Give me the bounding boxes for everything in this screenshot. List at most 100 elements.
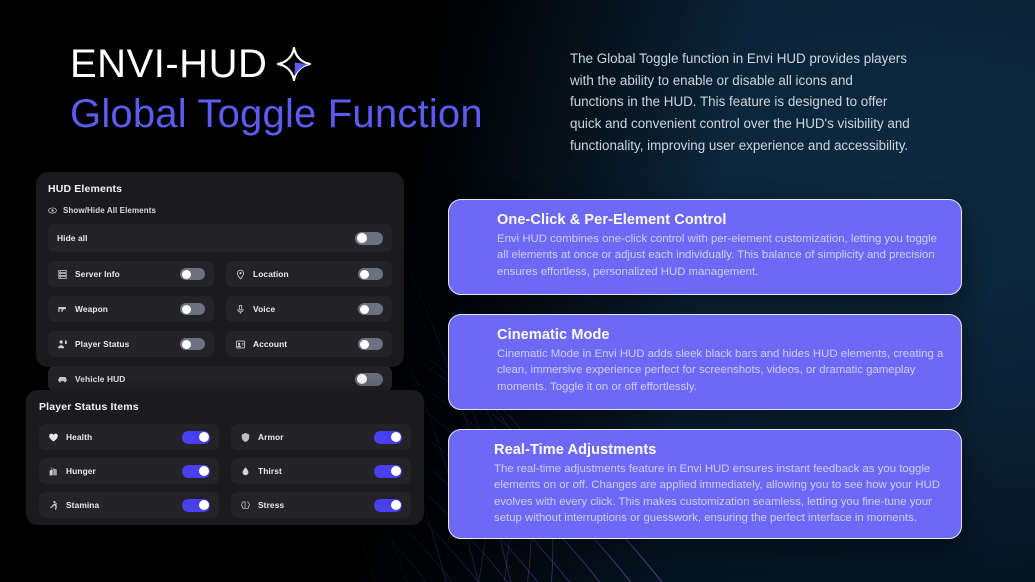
row-vehicle-hud-label: Vehicle HUD: [75, 374, 126, 384]
row-voice-left: Voice: [235, 304, 358, 315]
map-pin-icon: [235, 269, 246, 280]
hud-elements-grid: Server Info Location: [48, 261, 392, 392]
droplet-icon: [240, 466, 251, 477]
player-status-items-panel: Player Status Items Health Ar: [26, 390, 424, 525]
player-status-panel-title: Player Status Items: [39, 401, 139, 413]
weapon-icon: [57, 304, 68, 315]
eye-icon: [48, 207, 57, 214]
row-armor-label: Armor: [258, 432, 284, 442]
row-stamina-label: Stamina: [66, 500, 100, 510]
toggle-account[interactable]: [358, 338, 383, 350]
feature-card-title: One-Click & Per-Element Control: [497, 212, 727, 228]
toggle-server-info-knob: [181, 269, 191, 279]
microphone-icon: [235, 304, 246, 315]
page-subtitle: Global Toggle Function: [70, 92, 483, 136]
feature-card-title: Cinematic Mode: [497, 327, 610, 343]
brain-icon: [240, 500, 251, 511]
row-player-status-left: Player Status: [57, 339, 180, 350]
feature-card-body: Envi HUD combines one-click control with…: [497, 233, 938, 278]
row-hide-all-label: Hide all: [57, 233, 88, 243]
row-weapon-left: Weapon: [57, 304, 180, 315]
toggle-armor-knob: [390, 432, 401, 442]
row-stamina-left: Stamina: [48, 500, 182, 511]
row-voice[interactable]: Voice: [226, 296, 392, 322]
running-icon: [48, 500, 59, 511]
row-health-label: Health: [66, 432, 93, 442]
show-hide-all-section-label: Show/Hide All Elements: [48, 206, 392, 215]
toggle-stamina[interactable]: [182, 498, 210, 512]
toggle-player-status[interactable]: [180, 338, 205, 350]
hud-elements-panel: HUD Elements Show/Hide All Elements Hide…: [36, 172, 404, 392]
toggle-hunger[interactable]: [182, 464, 210, 478]
toggle-stress[interactable]: [374, 498, 402, 512]
row-location[interactable]: Location: [226, 261, 392, 287]
sparkle-diamond-icon: [277, 46, 312, 82]
toggle-thirst-knob: [390, 466, 401, 476]
toggle-location[interactable]: [358, 268, 383, 280]
row-account[interactable]: Account: [226, 331, 392, 357]
row-health-left: Health: [48, 432, 182, 443]
feature-card-one-click-per-element-control: One-Click & Per-Element Control Envi HUD…: [448, 199, 962, 295]
row-stress-label: Stress: [258, 500, 285, 510]
toggle-vehicle-hud[interactable]: [355, 372, 383, 386]
row-voice-label: Voice: [253, 304, 276, 314]
row-hunger-left: Hunger: [48, 466, 182, 477]
intro-paragraph: The Global Toggle function in Envi HUD p…: [570, 51, 910, 153]
row-vehicle-hud[interactable]: Vehicle HUD: [48, 366, 392, 392]
brand-row: ENVI-HUD: [70, 44, 550, 84]
toggle-weapon[interactable]: [180, 303, 205, 315]
feature-card-cinematic-mode: Cinematic Mode Cinematic Mode in Envi HU…: [448, 314, 962, 410]
row-player-status[interactable]: Player Status: [48, 331, 214, 357]
row-thirst-label: Thirst: [258, 466, 282, 476]
row-stress-left: Stress: [240, 500, 374, 511]
toggle-player-status-knob: [181, 339, 191, 349]
toggle-hunger-knob: [198, 466, 209, 476]
page-title: ENVI-HUD: [70, 42, 268, 86]
toggle-health-knob: [198, 432, 209, 442]
row-server-info[interactable]: Server Info: [48, 261, 214, 287]
toggle-vehicle-hud-knob: [356, 374, 367, 384]
row-account-left: Account: [235, 339, 358, 350]
feature-card-title: Real-Time Adjustments: [494, 442, 657, 458]
row-stamina[interactable]: Stamina: [39, 492, 219, 518]
player-status-grid: Health Armor: [39, 424, 411, 518]
row-location-label: Location: [253, 269, 289, 279]
row-server-info-label: Server Info: [75, 269, 120, 279]
toggle-armor[interactable]: [374, 430, 402, 444]
toggle-stress-knob: [390, 500, 401, 510]
feature-card-body: The real-time adjustments feature in Env…: [494, 463, 940, 525]
row-vehicle-hud-left: Vehicle HUD: [57, 374, 355, 385]
row-account-label: Account: [253, 339, 288, 349]
toggle-server-info[interactable]: [180, 268, 205, 280]
car-icon: [57, 374, 68, 385]
row-server-info-left: Server Info: [57, 269, 180, 280]
heart-icon: [48, 432, 59, 443]
row-location-left: Location: [235, 269, 358, 280]
row-player-status-label: Player Status: [75, 339, 130, 349]
row-thirst[interactable]: Thirst: [231, 458, 411, 484]
toggle-hide-all[interactable]: [355, 231, 383, 245]
row-weapon-label: Weapon: [75, 304, 109, 314]
toggle-weapon-knob: [181, 304, 191, 314]
toggle-voice[interactable]: [358, 303, 383, 315]
row-hunger[interactable]: Hunger: [39, 458, 219, 484]
row-health[interactable]: Health: [39, 424, 219, 450]
page-header: ENVI-HUD Global Toggle Function: [70, 44, 550, 135]
row-hide-all[interactable]: Hide all: [48, 224, 392, 252]
toggle-stamina-knob: [198, 500, 209, 510]
show-hide-all-label-text: Show/Hide All Elements: [63, 206, 157, 215]
toggle-voice-knob: [359, 304, 369, 314]
shield-icon: [240, 432, 251, 443]
feature-card-real-time-adjustments: Real-Time Adjustments The real-time adju…: [448, 429, 962, 539]
row-weapon[interactable]: Weapon: [48, 296, 214, 322]
row-stress[interactable]: Stress: [231, 492, 411, 518]
row-hide-all-left: Hide all: [57, 233, 355, 243]
hud-elements-panel-title: HUD Elements: [48, 183, 123, 195]
toggle-health[interactable]: [182, 430, 210, 444]
row-armor[interactable]: Armor: [231, 424, 411, 450]
row-thirst-left: Thirst: [240, 466, 374, 477]
food-icon: [48, 466, 59, 477]
toggle-thirst[interactable]: [374, 464, 402, 478]
row-armor-left: Armor: [240, 432, 374, 443]
server-icon: [57, 269, 68, 280]
